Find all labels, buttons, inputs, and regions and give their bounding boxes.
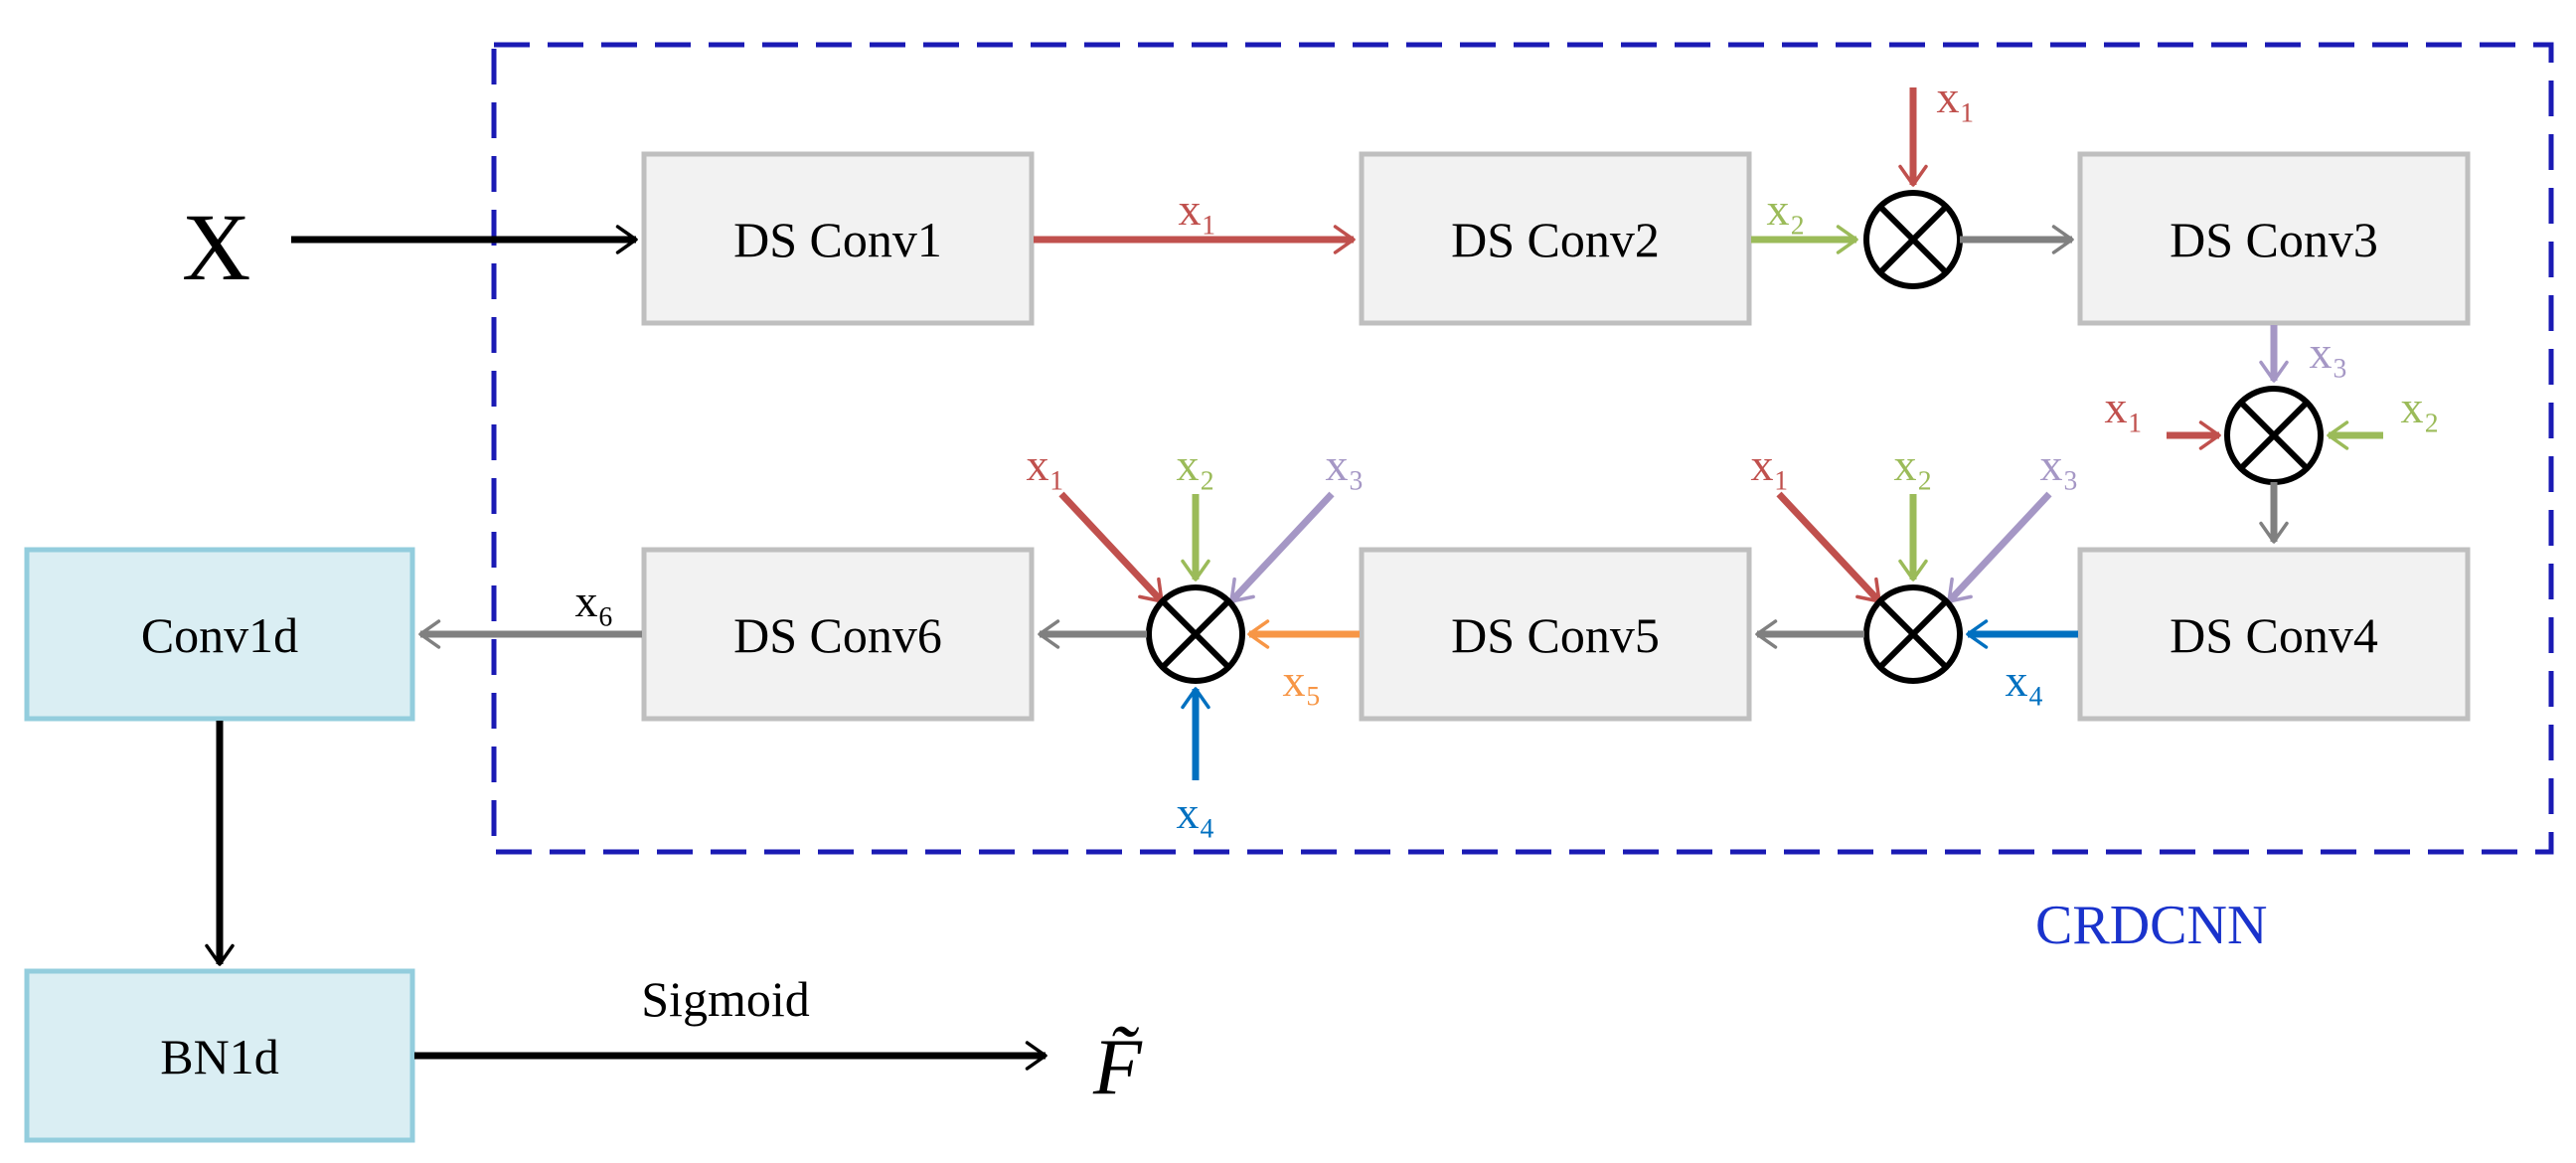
ds-conv1-label: DS Conv1 [733, 212, 942, 267]
ds-conv3-label: DS Conv3 [2170, 212, 2378, 267]
ds-conv5-label: DS Conv5 [1451, 607, 1660, 663]
x2-label-mulC: x₂ [1893, 439, 1932, 490]
x2-label-mulD: x₂ [1176, 439, 1214, 490]
x3-label-mulD: x₃ [1325, 439, 1364, 490]
ds-conv3-block [2077, 151, 2471, 326]
x1-label-mulA: x₁ [1936, 72, 1975, 122]
ds-conv4-label: DS Conv4 [2170, 607, 2378, 663]
x3-label-mulC: x₃ [2039, 439, 2078, 490]
arrow-x3-to-mulD [1228, 491, 1335, 604]
ds-conv2-label: DS Conv2 [1451, 212, 1660, 267]
x4-label-mulD: x₄ [1176, 787, 1214, 838]
x1-label-mulD: x₁ [1026, 439, 1064, 490]
multiply-node-a [1863, 190, 1963, 289]
x6-label: x₆ [574, 576, 613, 626]
x1-label-conv1-conv2: x₁ [1178, 184, 1216, 235]
conv1d-block [24, 547, 415, 722]
crdcnn-group-label: CRDCNN [2035, 895, 2267, 956]
crdcnn-group-border [491, 42, 2554, 855]
ds-conv2-block [1359, 151, 1752, 326]
x5-label-mulD: x₅ [1282, 655, 1321, 706]
arrow-x3-to-mulC [1946, 491, 2052, 604]
x2-label-mulB: x₂ [2400, 382, 2439, 432]
ds-conv6-label: DS Conv6 [733, 607, 942, 663]
multiply-node-d [1146, 584, 1245, 684]
x2-label-mulA: x₂ [1766, 184, 1805, 235]
bn1d-label: BN1d [160, 1029, 278, 1084]
output-label: F̃ [1092, 1024, 1143, 1111]
multiply-node-b [2224, 386, 2324, 485]
conv1d-label: Conv1d [141, 607, 298, 663]
ds-conv6-block [641, 547, 1035, 722]
arrow-x1-to-mulC [1776, 491, 1882, 604]
ds-conv5-block [1359, 547, 1752, 722]
multiply-node-c [1863, 584, 1963, 684]
ds-conv4-block [2077, 547, 2471, 722]
x3-label-mulB: x₃ [2309, 327, 2347, 378]
input-label: X [182, 194, 250, 300]
arrow-x1-to-mulD [1058, 491, 1165, 604]
x4-label-mulC: x₄ [2005, 655, 2043, 706]
ds-conv1-block [641, 151, 1035, 326]
bn1d-block [24, 968, 415, 1143]
x1-label-mulB: x₁ [2104, 382, 2143, 432]
sigmoid-label: Sigmoid [641, 971, 809, 1027]
x1-label-mulC: x₁ [1750, 439, 1789, 490]
